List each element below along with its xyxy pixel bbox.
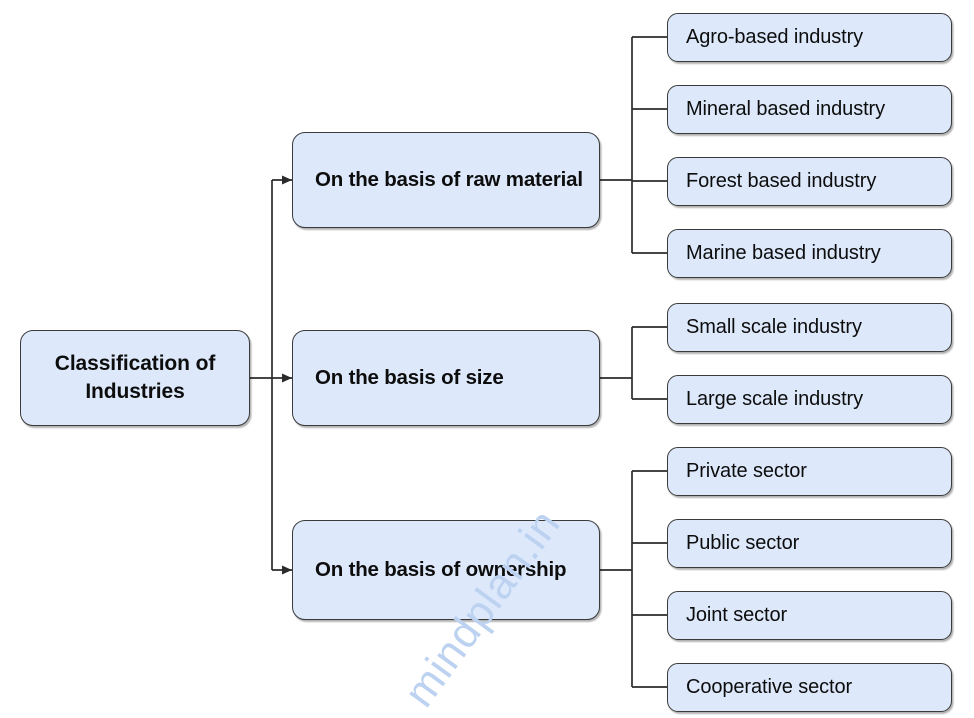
node-large-scale-industry[interactable]: Large scale industry bbox=[667, 375, 952, 424]
node-cooperative-sector[interactable]: Cooperative sector bbox=[667, 663, 952, 712]
node-joint-sector[interactable]: Joint sector bbox=[667, 591, 952, 640]
node-label: Large scale industry bbox=[686, 388, 863, 410]
node-label: Forest based industry bbox=[686, 170, 877, 192]
node-label: Small scale industry bbox=[686, 316, 862, 338]
node-label: Marine based industry bbox=[686, 242, 881, 264]
arrowhead-size bbox=[282, 373, 292, 383]
node-agro-based-industry[interactable]: Agro-based industry bbox=[667, 13, 952, 62]
node-label: On the basis of ownership bbox=[315, 558, 567, 582]
node-label: Private sector bbox=[686, 460, 807, 482]
node-on-the-basis-of-size[interactable]: On the basis of size bbox=[292, 330, 600, 426]
node-classification-of-industries[interactable]: Classification of Industries bbox=[20, 330, 250, 426]
arrowhead-raw-material bbox=[282, 175, 292, 185]
node-label: Cooperative sector bbox=[686, 676, 853, 698]
node-public-sector[interactable]: Public sector bbox=[667, 519, 952, 568]
node-mineral-based-industry[interactable]: Mineral based industry bbox=[667, 85, 952, 134]
node-label: Classification of Industries bbox=[54, 352, 216, 403]
node-small-scale-industry[interactable]: Small scale industry bbox=[667, 303, 952, 352]
node-label: On the basis of raw material bbox=[315, 168, 583, 192]
arrowhead-ownership bbox=[282, 565, 292, 575]
node-marine-based-industry[interactable]: Marine based industry bbox=[667, 229, 952, 278]
node-label: On the basis of size bbox=[315, 366, 504, 390]
node-label: Public sector bbox=[686, 532, 800, 554]
node-label: Joint sector bbox=[686, 604, 788, 626]
node-on-the-basis-of-raw-material[interactable]: On the basis of raw material bbox=[292, 132, 600, 228]
node-forest-based-industry[interactable]: Forest based industry bbox=[667, 157, 952, 206]
node-label: Mineral based industry bbox=[686, 98, 886, 120]
node-private-sector[interactable]: Private sector bbox=[667, 447, 952, 496]
node-on-the-basis-of-ownership[interactable]: On the basis of ownership bbox=[292, 520, 600, 620]
node-label: Agro-based industry bbox=[686, 26, 864, 48]
